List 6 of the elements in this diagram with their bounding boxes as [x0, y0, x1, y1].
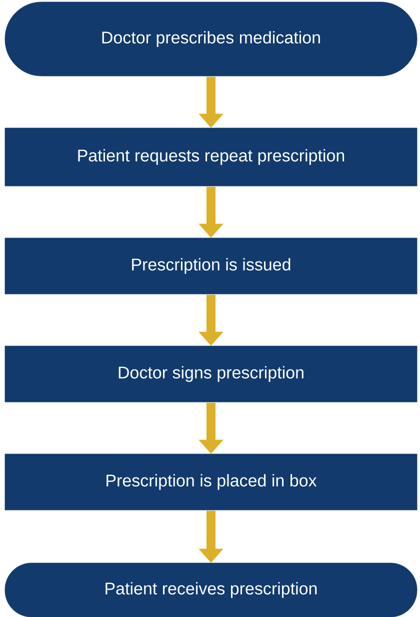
- process-box: Prescription is placed in box: [4, 454, 418, 510]
- terminal-box: Patient receives prescription: [4, 562, 418, 617]
- terminal-box: Doctor prescribes medication: [4, 2, 418, 76]
- process-box: Patient requests repeat prescription: [4, 128, 418, 186]
- process-box: Doctor signs prescription: [4, 346, 418, 402]
- process-box: Prescription is issued: [4, 238, 418, 294]
